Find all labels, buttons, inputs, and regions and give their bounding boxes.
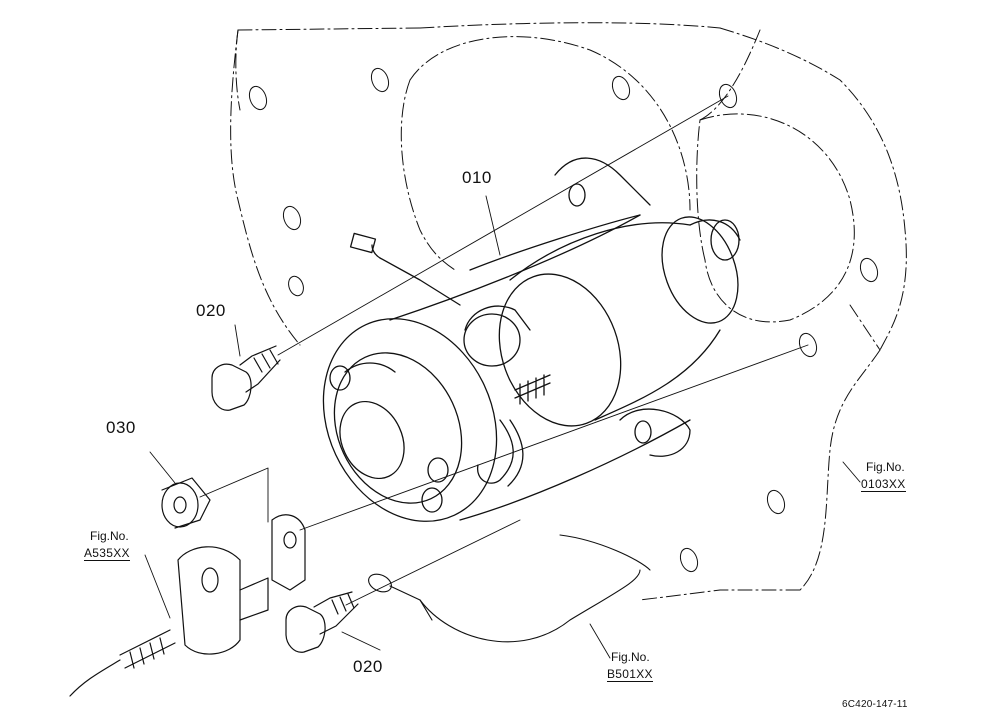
part-label-010[interactable]: 010 xyxy=(462,168,492,187)
battery-cable xyxy=(368,534,651,643)
figref-left-label: Fig.No. xyxy=(90,529,129,543)
figref-right-label: Fig.No. xyxy=(866,460,905,474)
figref-right-ref[interactable]: 0103XX xyxy=(861,477,906,492)
bolt-020-bottom xyxy=(285,591,359,653)
part-label-020-top[interactable]: 020 xyxy=(196,301,226,320)
part-label-030[interactable]: 030 xyxy=(106,418,136,437)
drawing-code: 6C420-147-11 xyxy=(842,699,908,710)
alignment-lines xyxy=(199,95,809,606)
leader-lines xyxy=(144,195,861,659)
starter-motor xyxy=(322,157,741,522)
bracket-clamp xyxy=(69,514,306,697)
housing-bolt-holes xyxy=(248,67,879,573)
figref-bottom-ref[interactable]: B501XX xyxy=(607,667,653,682)
flywheel-housing-outline xyxy=(230,22,907,601)
part-label-020-bottom[interactable]: 020 xyxy=(353,657,383,676)
figref-bottom-label: Fig.No. xyxy=(611,650,650,664)
figref-left-ref[interactable]: A535XX xyxy=(84,546,130,561)
bolt-020-top xyxy=(211,345,281,411)
nut-030 xyxy=(161,477,211,529)
